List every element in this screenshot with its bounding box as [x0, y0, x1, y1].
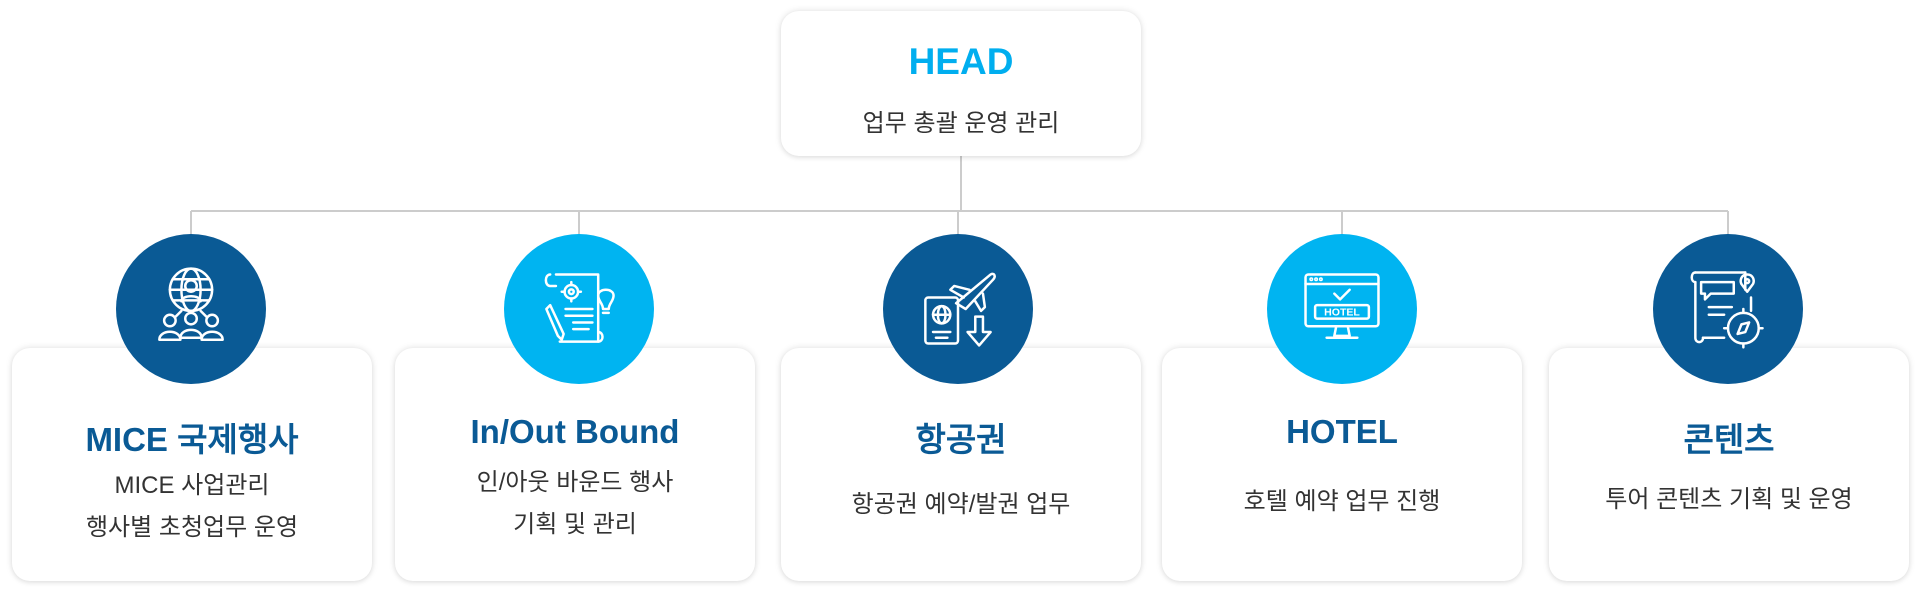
document-gear-bulb-icon	[544, 273, 615, 343]
node-desc-bound-2: 기획 및 관리	[513, 511, 637, 538]
node-title-mice: MICE 국제행사	[85, 421, 299, 458]
node-desc-mice-2: 행사별 초청업무 운영	[85, 514, 299, 541]
circle-hotel: HOTEL	[1267, 234, 1417, 384]
circle-bound	[504, 234, 654, 384]
node-desc-mice-1: MICE 사업관리	[114, 472, 270, 499]
node-desc-content: 투어 콘텐츠 기획 및 운영	[1605, 486, 1853, 513]
node-title-bound: In/Out Bound	[470, 413, 680, 450]
node-desc-hotel: 호텔 예약 업무 진행	[1243, 488, 1441, 515]
node-title-airline: 항공권	[915, 421, 1007, 458]
head-card: HEAD 업무 총괄 운영 관리	[781, 11, 1141, 156]
circle-content	[1653, 234, 1803, 384]
node-card-hotel: HOTEL 호텔 예약 업무 진행	[1162, 348, 1522, 581]
head-description: 업무 총괄 운영 관리	[862, 110, 1060, 137]
passport-plane-icon	[924, 272, 996, 347]
circle-airline	[883, 234, 1033, 384]
head-title: HEAD	[908, 41, 1014, 82]
node-card-airline: 항공권 항공권 예약/발권 업무	[781, 348, 1141, 581]
hotel-monitor-icon: HOTEL	[1304, 273, 1380, 340]
node-card-content: 콘텐츠 투어 콘텐츠 기획 및 운영	[1549, 348, 1909, 581]
map-compass-icon	[1690, 271, 1764, 349]
node-card-mice: MICE 국제행사 MICE 사업관리 행사별 초청업무 운영	[12, 348, 372, 581]
node-desc-airline: 항공권 예약/발권 업무	[851, 491, 1071, 518]
node-card-bound: In/Out Bound 인/아웃 바운드 행사 기획 및 관리	[395, 348, 755, 581]
node-title-content: 콘텐츠	[1683, 421, 1775, 458]
circle-mice	[116, 234, 266, 384]
hotel-icon-label: HOTEL	[1324, 307, 1360, 319]
node-desc-bound-1: 인/아웃 바운드 행사	[476, 469, 674, 496]
node-title-hotel: HOTEL	[1286, 413, 1398, 450]
globe-people-icon	[158, 267, 224, 341]
